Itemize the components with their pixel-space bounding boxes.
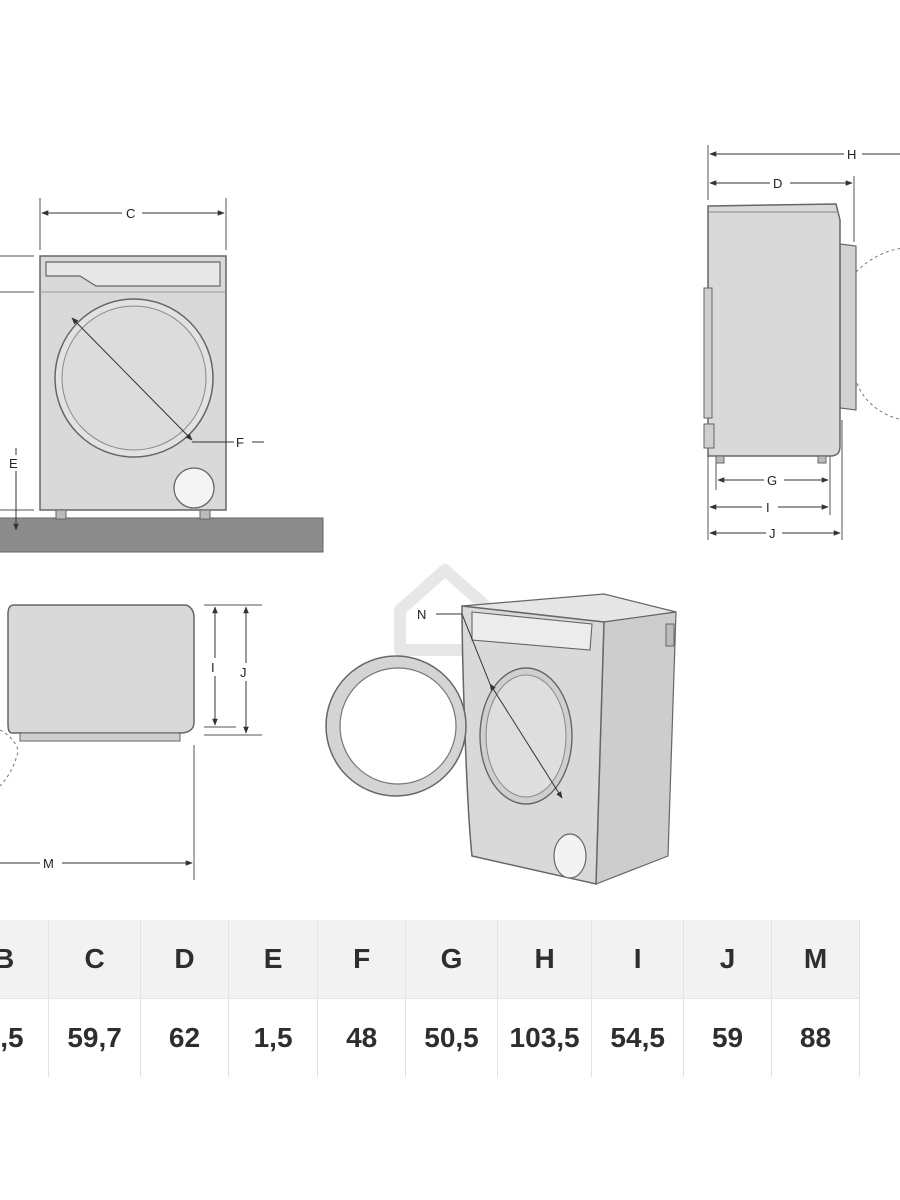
top-view: I J M	[0, 604, 262, 880]
table-value-cell: 50,5	[405, 998, 498, 1077]
table-value-cell: 1,5	[228, 998, 319, 1077]
table-value-cell: 3,5	[0, 998, 50, 1077]
table-header-cell: H	[497, 920, 593, 999]
detergent-drawer	[45, 261, 221, 287]
f-label: F	[236, 435, 244, 450]
table-header-cell: G	[405, 920, 498, 999]
front-foot-right	[199, 509, 211, 520]
j-side-label: J	[769, 526, 776, 541]
side-view: H D G I J	[703, 145, 900, 541]
i-side-label: I	[766, 500, 770, 515]
table-header-cell: E	[228, 920, 319, 999]
table-header-cell: I	[591, 920, 685, 999]
table-header-cell: C	[48, 920, 142, 999]
perspective-view: N	[325, 564, 677, 885]
table-header-cell: B	[0, 920, 50, 999]
j-top-label: J	[240, 665, 247, 680]
m-label: M	[43, 856, 54, 871]
front-door-inner	[61, 305, 207, 451]
table-value-cell: 59,7	[48, 998, 142, 1077]
front-foot-left	[55, 509, 67, 520]
table-header-cell: F	[317, 920, 407, 999]
front-view: F C E	[0, 198, 324, 553]
n-label: N	[417, 607, 426, 622]
table-value-cell: 54,5	[591, 998, 685, 1077]
top-machine-body	[7, 604, 195, 734]
d-label: D	[773, 176, 782, 191]
n-dimension-line	[489, 683, 563, 799]
i-top-label: I	[211, 660, 215, 675]
table-value-cell: 88	[771, 998, 860, 1077]
g-label: G	[767, 473, 777, 488]
f-dimension-line	[71, 317, 193, 441]
table-value-cell: 62	[140, 998, 229, 1077]
e-label: E	[9, 456, 18, 471]
top-door-open-outline	[0, 729, 19, 787]
c-label: C	[126, 206, 135, 221]
table-value-cell: 48	[317, 998, 407, 1077]
pump-filter-cover	[173, 467, 215, 509]
table-header-cell: J	[683, 920, 773, 999]
side-machine-body	[707, 203, 841, 457]
table-header-cell: D	[140, 920, 229, 999]
table-header-cell: M	[771, 920, 860, 999]
side-door-open-outline	[855, 247, 900, 420]
floor-surface	[0, 517, 324, 553]
table-value-cell: 59	[683, 998, 773, 1077]
h-label: H	[847, 147, 856, 162]
table-value-cell: 103,5	[497, 998, 593, 1077]
